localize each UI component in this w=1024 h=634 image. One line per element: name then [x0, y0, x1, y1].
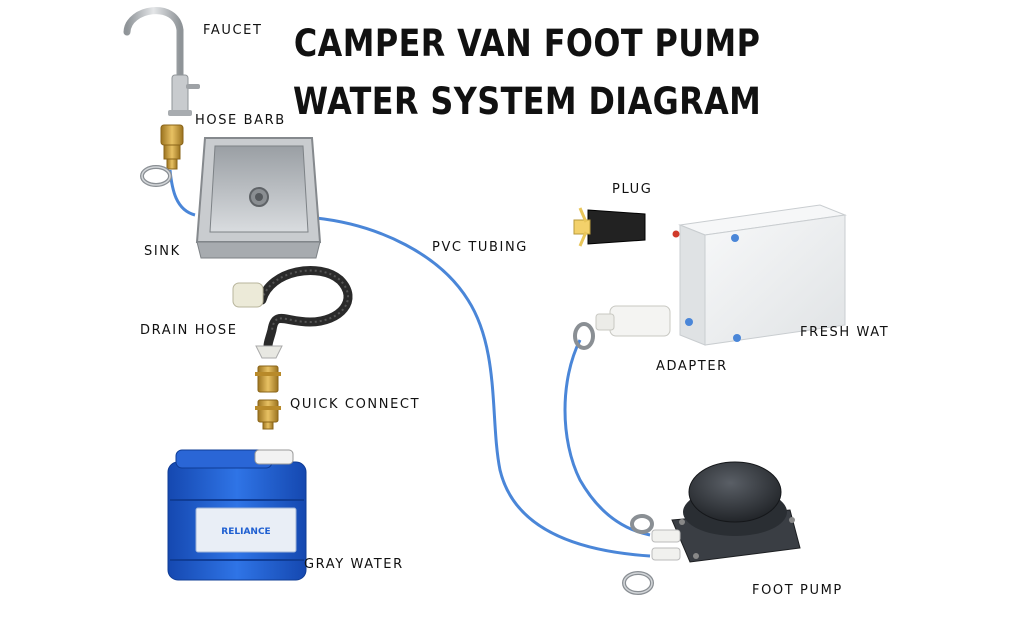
label-pvc-tubing: PVC TUBING — [432, 240, 528, 255]
label-sink: SINK — [144, 244, 181, 259]
label-foot-pump: FOOT PUMP — [752, 583, 843, 598]
fresh-water-tank-icon — [672, 204, 847, 346]
jug-brand-label: RELIANCE — [221, 527, 270, 537]
label-fresh-water: FRESH WAT — [800, 325, 890, 340]
adapter-icon — [595, 305, 671, 337]
foot-pump-icon — [651, 461, 801, 563]
hose-clamp-icon — [140, 165, 172, 187]
plug-icon — [573, 207, 646, 247]
pump-clamp-icon — [622, 514, 654, 595]
label-adapter: ADAPTER — [656, 359, 728, 374]
sink-feed-tubing — [168, 169, 196, 217]
tank-to-pump-tubing — [563, 339, 651, 537]
gray-water-jug-icon: RELIANCE — [167, 449, 307, 581]
label-faucet: FAUCET — [203, 23, 263, 38]
quick-connect-icon — [255, 365, 281, 430]
label-hose-barb: HOSE BARB — [195, 113, 286, 128]
pvc-tubing-line — [315, 216, 651, 558]
adapter-clamp-icon — [573, 322, 595, 350]
sink-icon — [195, 137, 322, 259]
hose-barb-icon — [160, 124, 184, 170]
label-drain-hose: DRAIN HOSE — [140, 323, 238, 338]
label-plug: PLUG — [612, 182, 653, 197]
label-quick-connect: QUICK CONNECT — [290, 397, 421, 412]
diagram-title-line-1: CAMPER VAN FOOT PUMP — [293, 22, 761, 65]
drain-hose-icon — [232, 265, 353, 359]
faucet-icon — [123, 7, 200, 116]
label-gray-water: GRAY WATER — [304, 557, 404, 572]
diagram-title-line-2: WATER SYSTEM DIAGRAM — [292, 80, 762, 123]
